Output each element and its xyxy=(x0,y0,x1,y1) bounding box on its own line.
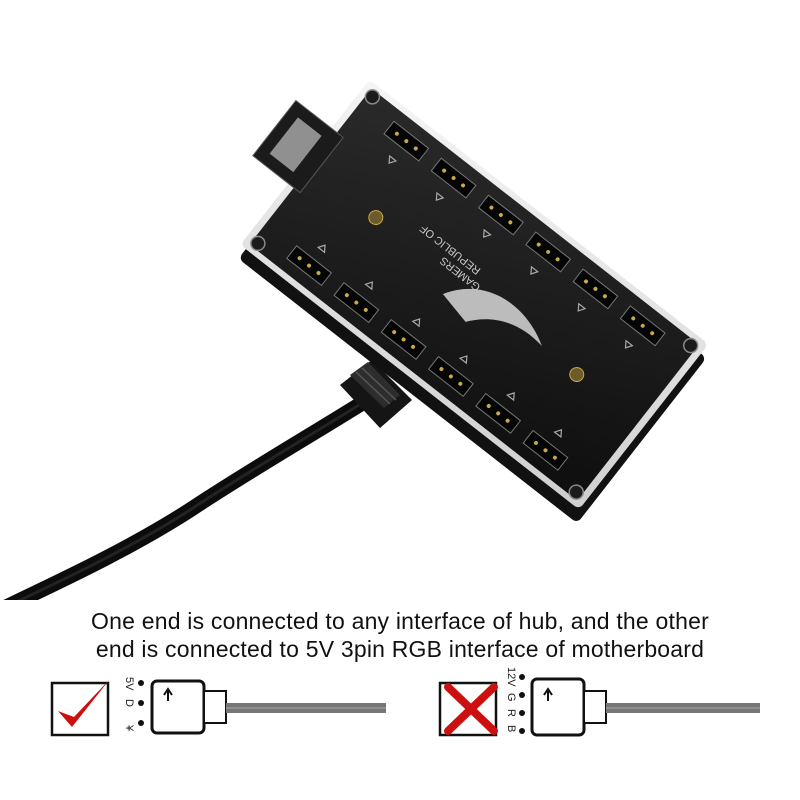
connector-diagram: 5V D ¥ 12V G R B xyxy=(50,667,760,737)
connector-correct: 5V D ¥ xyxy=(50,677,386,737)
pin-label: ¥ xyxy=(123,724,135,732)
pin-label: 5V xyxy=(123,677,135,691)
pin-label: G xyxy=(505,693,517,702)
led-icon xyxy=(368,210,384,226)
connector-plug xyxy=(530,677,586,737)
screw-icons xyxy=(250,89,699,500)
caption-line-2: end is connected to 5V 3pin RGB interfac… xyxy=(95,636,705,662)
caption-line-1: One end is connected to any interface of… xyxy=(91,608,709,634)
led-icon xyxy=(569,367,585,383)
connector-incorrect: 12V G R B xyxy=(438,667,760,737)
cross-icon xyxy=(444,683,498,735)
arrow-markers xyxy=(316,154,634,439)
rog-logo-icon xyxy=(442,289,542,347)
pin-label: R xyxy=(505,709,517,717)
pin-label: 12V xyxy=(505,667,517,687)
cable-plug xyxy=(340,360,412,428)
cable xyxy=(3,387,383,600)
product-photo: REPUBLIC OF GAMERS xyxy=(3,81,706,600)
pin-label: D xyxy=(123,699,135,707)
pin-label: B xyxy=(505,725,517,732)
connector-plug xyxy=(150,679,206,735)
